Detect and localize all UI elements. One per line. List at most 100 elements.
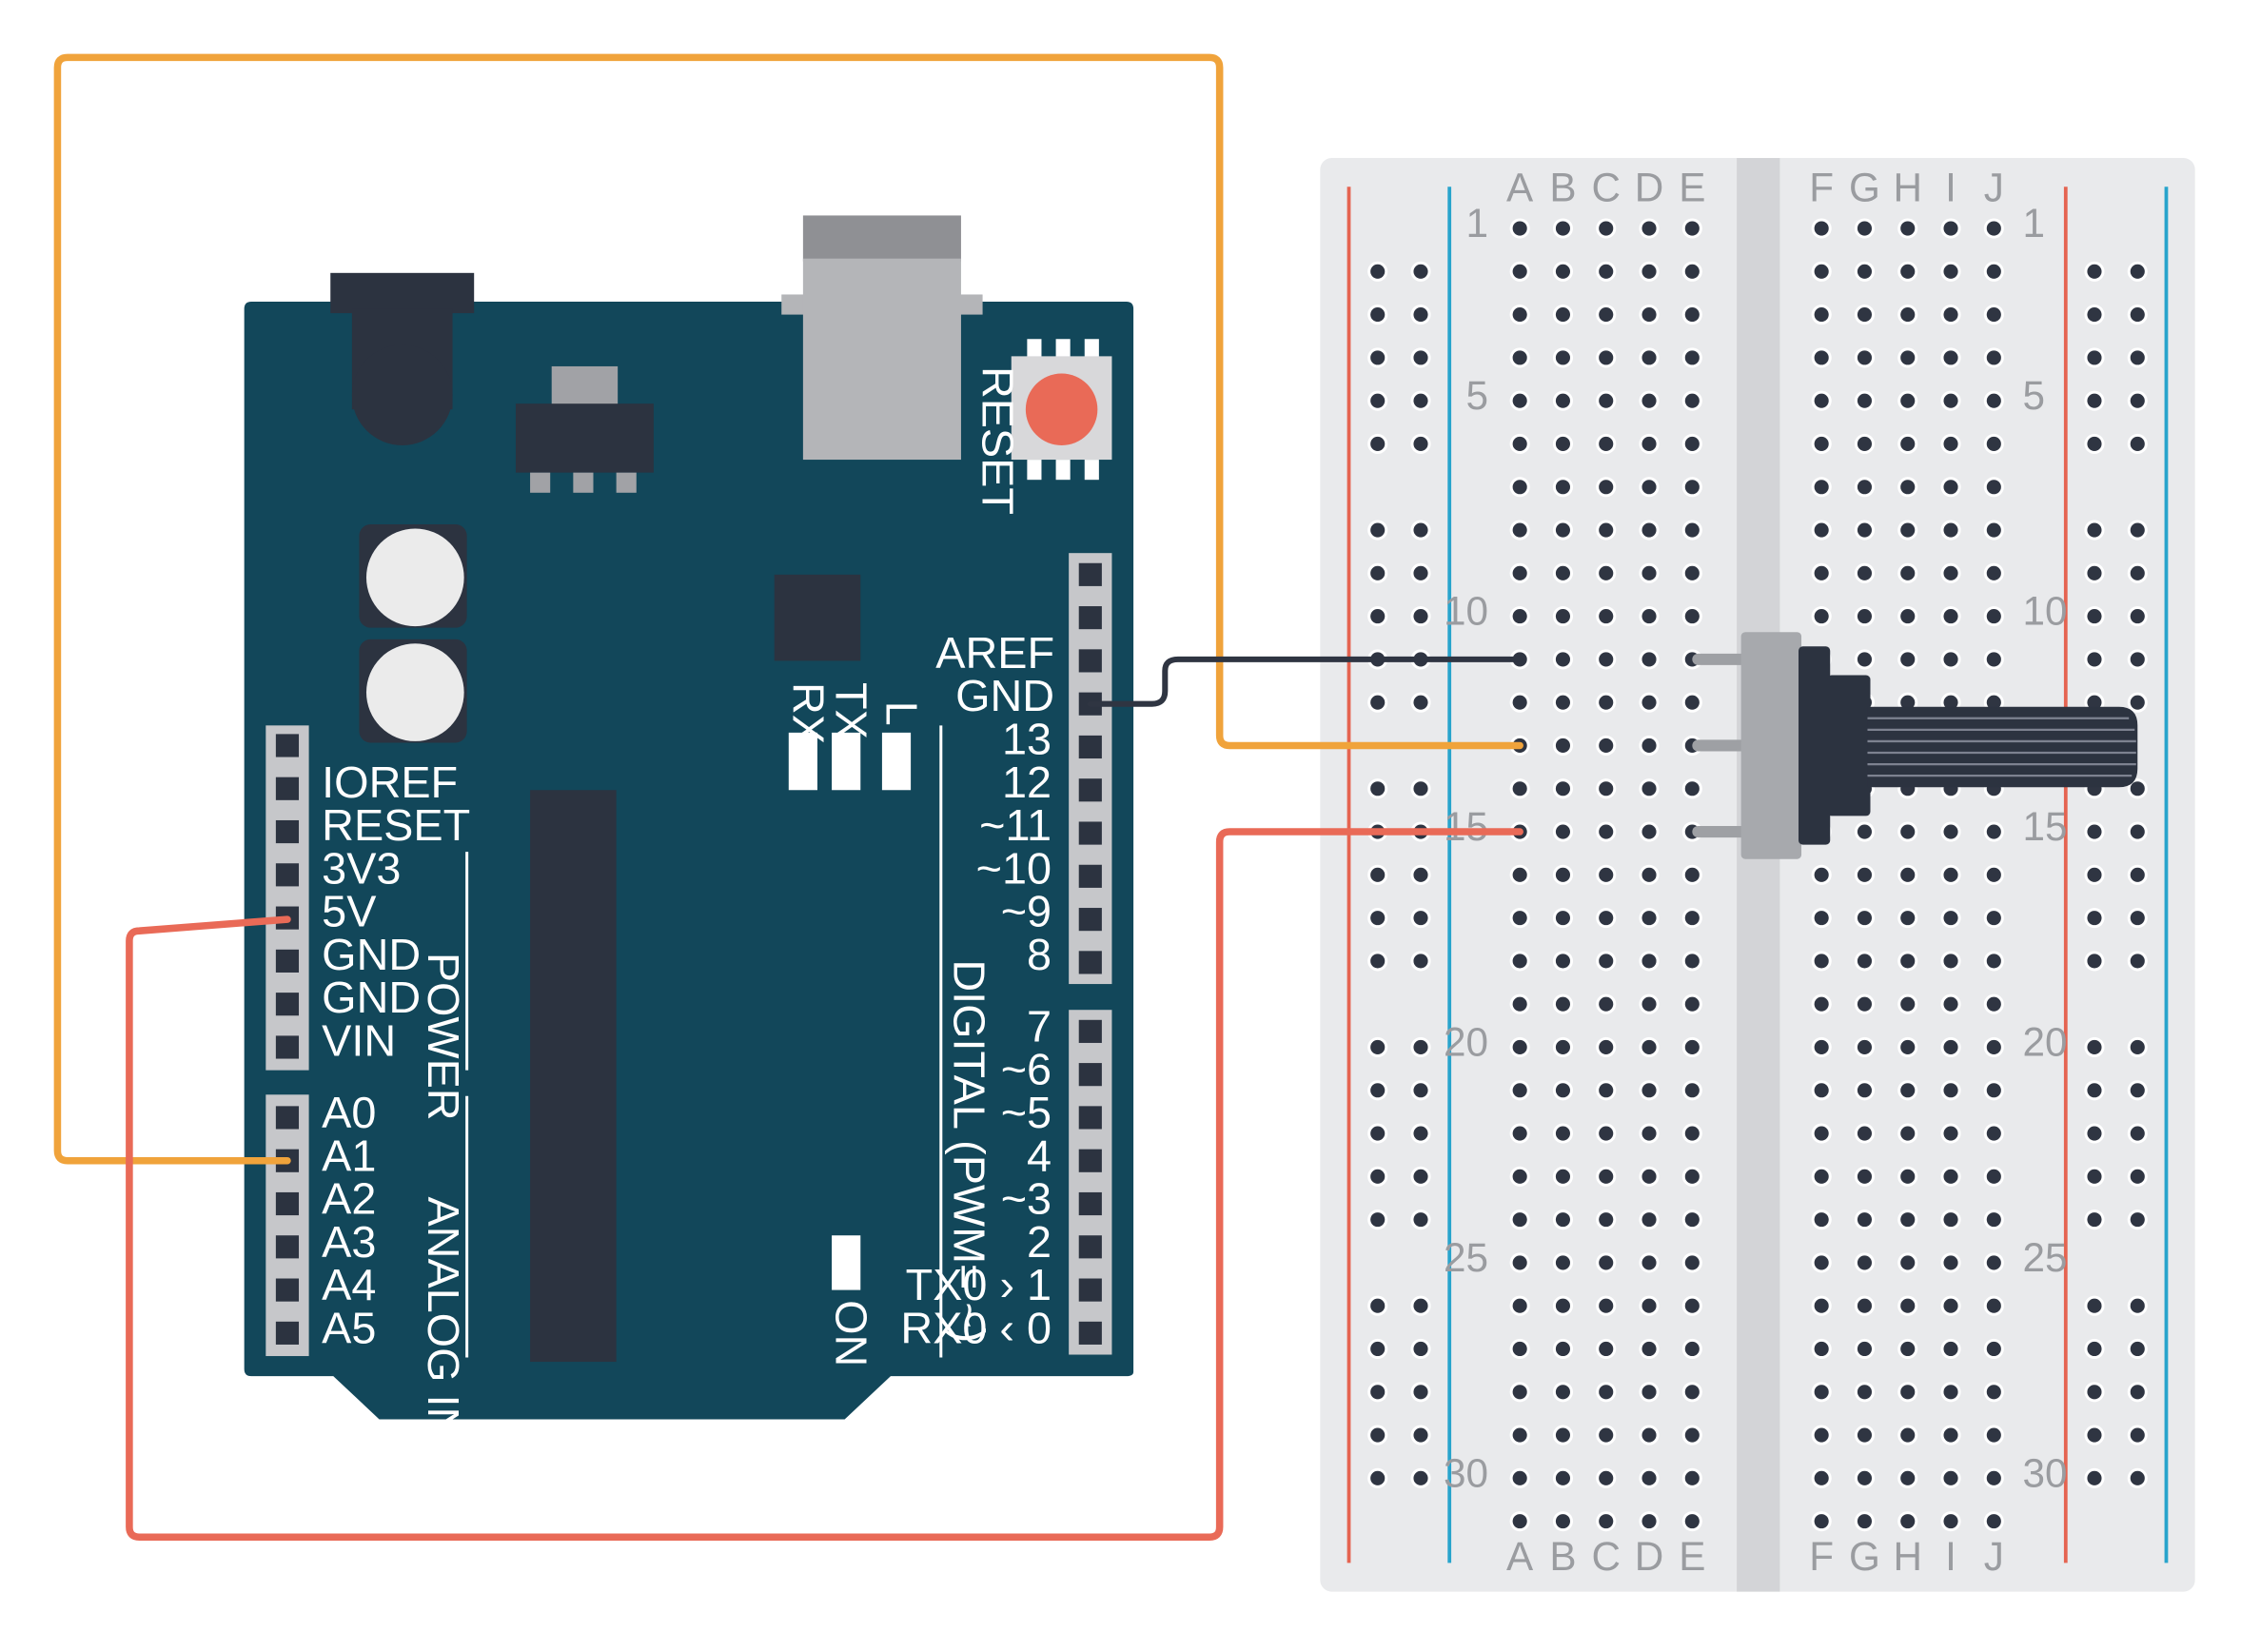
breadboard-hole-center — [1641, 911, 1657, 926]
pin-label-gnd: GND — [955, 671, 1054, 720]
breadboard-hole-center — [1943, 1039, 1958, 1055]
rail-hole-center — [1370, 1169, 1386, 1184]
breadboard-hole-center — [1512, 609, 1527, 624]
breadboard-hole-center — [1512, 1255, 1527, 1270]
rail-hole-center — [1370, 1427, 1386, 1443]
header-pin[interactable] — [1078, 649, 1102, 673]
breadboard-hole-center — [1986, 1083, 2001, 1098]
header-pin[interactable] — [1078, 1235, 1102, 1259]
breadboard-center-channel — [1737, 158, 1780, 1592]
rail-hole-center — [2087, 867, 2102, 882]
rail-hole-center — [1370, 1083, 1386, 1098]
breadboard-hole-center — [1555, 1298, 1570, 1313]
pot-shaft — [1867, 706, 2138, 788]
pin-label-12: 12 — [1002, 757, 1052, 807]
breadboard-hole-center — [1900, 652, 1916, 667]
header-pin[interactable] — [275, 819, 300, 844]
header-pin[interactable] — [275, 863, 300, 887]
breadboard-hole-center — [1814, 480, 1829, 495]
breadboard-hole-center — [1814, 996, 1829, 1012]
breadboard-hole-center — [1555, 1514, 1570, 1529]
breadboard-hole-center — [1857, 652, 1873, 667]
header-pin[interactable] — [1078, 1063, 1102, 1087]
breadboard-hole-center — [1814, 1298, 1829, 1313]
column-label: B — [1549, 165, 1576, 209]
breadboard-hole-center — [1943, 221, 1958, 236]
breadboard-hole-center — [1986, 1470, 2001, 1485]
header-pin[interactable] — [275, 1191, 300, 1216]
breadboard-hole-center — [1943, 695, 1958, 710]
breadboard: A B C D E F G H I J A B C D E F G H I J … — [1320, 158, 2195, 1592]
breadboard-hole-center — [1555, 264, 1570, 279]
header-pin[interactable] — [1078, 1019, 1102, 1043]
breadboard-hole-center — [1900, 695, 1916, 710]
rail-hole-center — [1370, 522, 1386, 538]
pin-label-3v3: 3V3 — [322, 843, 401, 893]
breadboard-hole-center — [1986, 221, 2001, 236]
breadboard-hole-center — [1599, 480, 1614, 495]
header-pin[interactable] — [275, 1321, 300, 1345]
header-pin[interactable] — [275, 777, 300, 800]
breadboard-hole-center — [1900, 867, 1916, 882]
breadboard-hole-center — [1599, 1385, 1614, 1400]
wire-black-gnd[interactable] — [1087, 656, 1523, 707]
header-pin[interactable] — [1078, 778, 1102, 802]
breadboard-hole-center — [1599, 824, 1614, 839]
breadboard-hole-center — [1986, 307, 2001, 323]
header-pin[interactable] — [1078, 951, 1102, 974]
header-pin[interactable] — [1078, 1278, 1102, 1302]
breadboard-hole-center — [1857, 1385, 1873, 1400]
rail-hole-center — [2087, 609, 2102, 624]
breadboard-hole-center — [1641, 1385, 1657, 1400]
header-pin[interactable] — [275, 949, 300, 973]
header-pin[interactable] — [1078, 1191, 1102, 1216]
breadboard-hole-center — [1900, 1514, 1916, 1529]
header-pin[interactable] — [275, 1235, 300, 1259]
pin-label-reset: RESET — [322, 800, 470, 850]
potentiometer[interactable] — [1692, 632, 2138, 859]
header-pin[interactable] — [1078, 562, 1102, 586]
wire-orange-a1[interactable] — [53, 53, 1523, 1165]
breadboard-hole-center — [1599, 911, 1614, 926]
breadboard-hole-center — [1512, 1427, 1527, 1443]
header-pin[interactable] — [275, 1278, 300, 1302]
breadboard-hole-center — [1555, 1470, 1570, 1485]
breadboard-hole-center — [1900, 1126, 1916, 1141]
column-label: I — [1945, 165, 1956, 209]
breadboard-hole-center — [1599, 1427, 1614, 1443]
header-pin[interactable] — [275, 734, 300, 757]
breadboard-hole-center — [1512, 911, 1527, 926]
row-number: 20 — [1444, 1020, 1488, 1065]
header-pin[interactable] — [1078, 821, 1102, 845]
header-pin[interactable] — [1078, 908, 1102, 932]
header-pin[interactable] — [1078, 864, 1102, 888]
header-pin[interactable] — [1078, 1149, 1102, 1172]
on-label: ON — [827, 1300, 876, 1367]
breadboard-hole-center — [1684, 264, 1700, 279]
breadboard-hole-center — [1555, 738, 1570, 754]
header-pin[interactable] — [275, 993, 300, 1016]
rail-hole-center — [1413, 781, 1428, 796]
reset-button[interactable] — [1011, 339, 1112, 481]
breadboard-hole-center — [1986, 1169, 2001, 1184]
breadboard-hole-center — [1684, 1169, 1700, 1184]
header-pin[interactable] — [1078, 1321, 1102, 1345]
breadboard-hole-center — [1943, 1470, 1958, 1485]
pin-label-6: ~6 — [1001, 1045, 1052, 1094]
breadboard-hole-center — [1512, 867, 1527, 882]
column-label: I — [1945, 1534, 1956, 1579]
header-pin[interactable] — [1078, 1106, 1102, 1130]
tx-label: TX — [827, 682, 876, 739]
breadboard-hole-center — [1555, 652, 1570, 667]
header-pin[interactable] — [1078, 735, 1102, 759]
rail-hole-center — [1370, 1298, 1386, 1313]
row-number: 25 — [1444, 1235, 1488, 1280]
pot-leg — [1692, 653, 1750, 665]
header-pin[interactable] — [1078, 606, 1102, 630]
header-pin[interactable] — [275, 1106, 300, 1130]
header-pin[interactable] — [275, 1035, 300, 1059]
wire-red-5v[interactable] — [126, 828, 1523, 1542]
breadboard-hole-center — [1684, 1514, 1700, 1529]
rail-hole-center — [2087, 522, 2102, 538]
